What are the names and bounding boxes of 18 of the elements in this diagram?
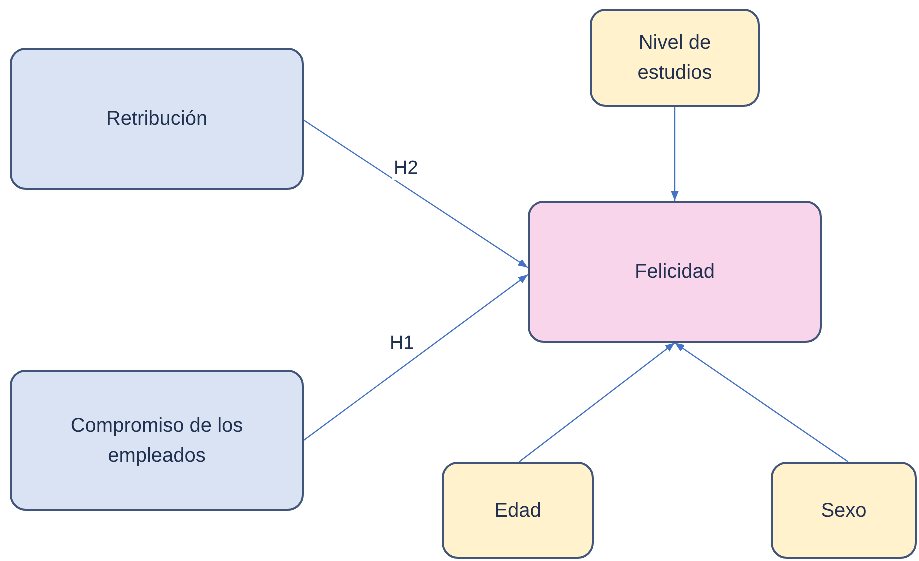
node-label: Retribución [105,107,209,132]
node-label: Compromiso de los empleados [70,414,244,468]
node-label: Nivel de estudios [636,31,714,86]
arrow [304,120,528,268]
arrow [519,342,676,462]
process-box [528,201,822,343]
arrow [671,107,679,201]
edge-label: H2 [392,158,420,180]
process-box [771,462,917,559]
node-label: Felicidad [634,260,716,285]
process-box [10,370,304,511]
node-label: Edad [494,498,542,524]
process-box [10,48,304,190]
process-box [442,462,594,559]
arrow [674,342,849,462]
arrow [304,274,528,441]
process-box [590,9,760,107]
node-label: Sexo [820,498,868,524]
